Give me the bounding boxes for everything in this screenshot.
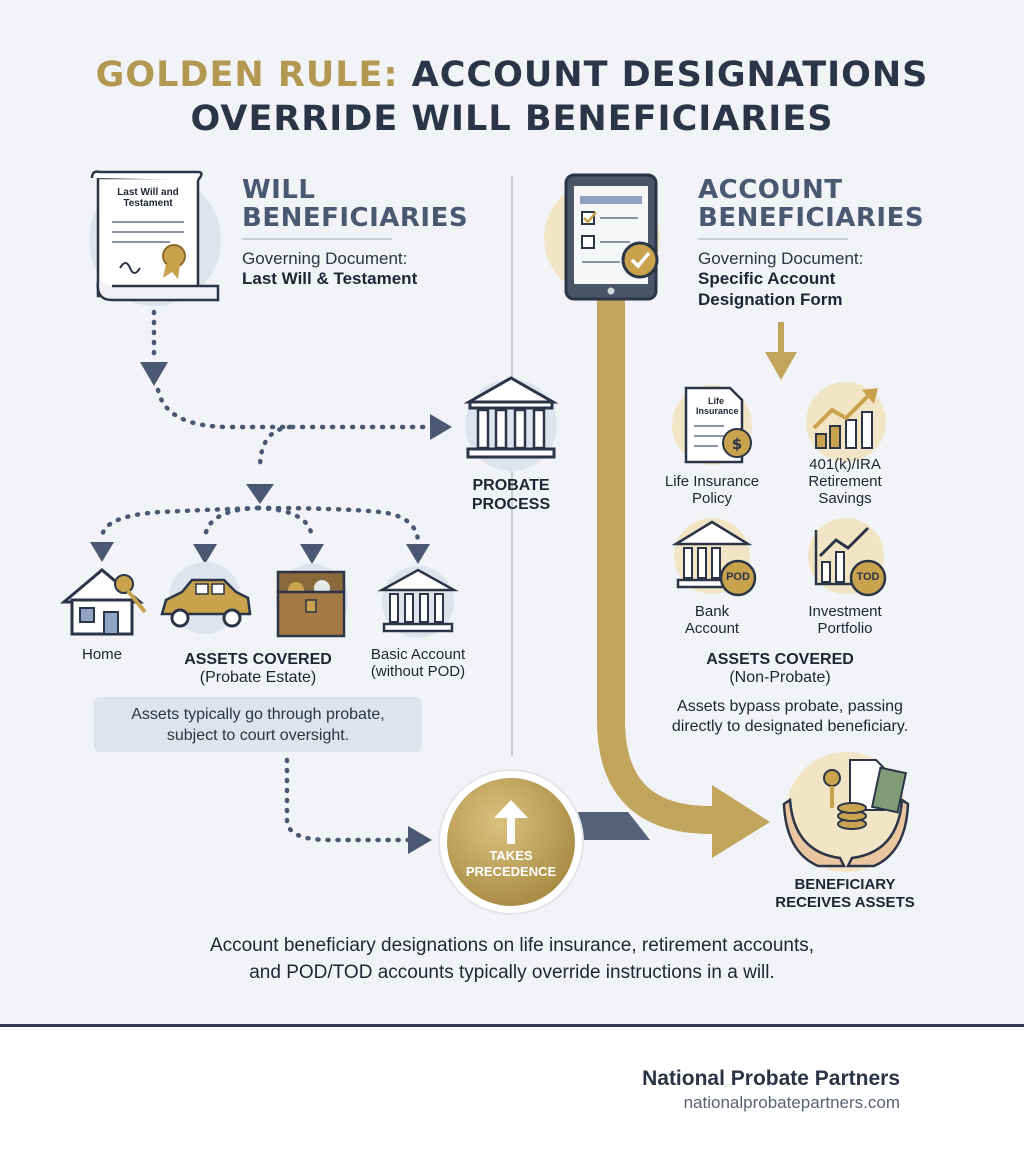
will-heading-line2: BENEFICIARIES: [242, 203, 469, 233]
footer: National Probate Partners nationalprobat…: [0, 1024, 1024, 1157]
down-arrow: [765, 322, 797, 380]
precedence-line1: TAKES: [489, 848, 533, 863]
probate-process-label: PROBATE PROCESS: [451, 476, 571, 514]
footer-brand: National Probate Partners: [642, 1067, 900, 1090]
life-insurance-badge: Life Insurance: [696, 396, 739, 416]
pod-badge: POD: [726, 571, 750, 583]
will-doc-name: Last Will & Testament: [242, 269, 418, 288]
asset-label-bank-account: Bank Account: [662, 603, 762, 637]
probate-label-line2: PROCESS: [471, 496, 551, 513]
override-path: [578, 300, 770, 858]
nonprobate-covered-title: ASSETS COVERED: [706, 651, 854, 668]
account-heading-line2: BENEFICIARIES: [698, 203, 925, 233]
asset-label-retirement: 401(k)/IRA Retirement Savings: [790, 456, 900, 507]
scroll-caption: Last Will and Testament: [108, 187, 188, 209]
will-scroll-icon: [89, 170, 221, 306]
bank-label-line1: Bank: [694, 603, 730, 620]
beneficiary-hands-icon: [782, 752, 910, 872]
will-beneficiaries-heading: WILL BENEFICIARIES: [242, 176, 468, 232]
precedence-line2: PRECEDENCE: [465, 864, 557, 879]
svg-text:$: $: [732, 435, 742, 453]
probate-covered-sub: (Probate Estate): [199, 669, 317, 686]
life-label-line1: Life Insurance: [664, 473, 760, 490]
probate-courthouse-icon: [463, 376, 559, 471]
footer-url[interactable]: nationalprobatepartners.com: [683, 1093, 900, 1112]
takes-precedence-text: TAKES PRECEDENCE: [451, 848, 571, 880]
investment-label-line1: Investment: [808, 603, 882, 620]
investment-tod-icon: [808, 518, 887, 597]
account-beneficiaries-heading: ACCOUNT BENEFICIARIES: [698, 176, 924, 232]
receives-line1: BENEFICIARY: [794, 876, 896, 893]
scroll-caption-line1: Last Will and: [117, 187, 179, 198]
non-probate-note: Assets bypass probate, passing directly …: [630, 697, 950, 737]
account-doc-name: Specific Account Designation Form: [698, 268, 843, 310]
flow-dotted-lines: [99, 309, 435, 843]
probate-note-line2: subject to court oversight.: [166, 726, 350, 744]
life-badge-line2: Insurance: [696, 406, 739, 416]
probate-note-line1: Assets typically go through probate,: [131, 705, 385, 723]
probate-covered-title: ASSETS COVERED: [184, 651, 332, 668]
account-heading-line1: ACCOUNT: [698, 175, 843, 205]
scroll-caption-line2: Testament: [123, 198, 173, 209]
treasure-chest-icon: [276, 564, 348, 638]
summary-text: Account beneficiary designations on life…: [0, 932, 1024, 986]
retirement-label-line2: Retirement: [808, 473, 882, 490]
probate-label-line1: PROBATE: [472, 477, 550, 494]
basic-account-bank-icon: [377, 566, 459, 638]
will-heading-line1: WILL: [242, 175, 316, 205]
page-title-line2: OVERRIDE WILL BENEFICIARIES: [190, 99, 834, 139]
receives-line2: RECEIVES ASSETS: [775, 894, 915, 911]
nonprobate-note-line2: directly to designated beneficiary.: [671, 718, 909, 735]
non-probate-assets-covered: ASSETS COVERED (Non-Probate): [680, 650, 880, 686]
probate-assets-covered: ASSETS COVERED (Probate Estate): [168, 650, 348, 686]
will-heading-rule: [242, 238, 392, 240]
designation-form-tablet-icon: [544, 173, 660, 301]
investment-label-line2: Portfolio: [817, 620, 873, 637]
summary-line1: Account beneficiary designations on life…: [209, 935, 815, 956]
account-doc-label: Governing Document:: [698, 249, 864, 268]
bank-label-line2: Account: [684, 620, 740, 637]
flow-arrowheads: [90, 362, 452, 854]
life-badge-line1: Life: [707, 396, 724, 406]
page-title-line1: GOLDEN RULE: ACCOUNT DESIGNATIONS: [0, 52, 1024, 98]
basic-account-line2: (without POD): [370, 663, 466, 680]
life-insurance-icon: $: [672, 385, 752, 465]
summary-line2: and POD/TOD accounts typically override …: [249, 962, 775, 983]
asset-label-life-insurance: Life Insurance Policy: [652, 473, 772, 507]
account-doc-name-line2: Designation Form: [698, 290, 843, 309]
title-line1-rest: ACCOUNT DESIGNATIONS: [411, 55, 929, 95]
beneficiary-receives-label: BENEFICIARY RECEIVES ASSETS: [760, 876, 930, 912]
home-icon: [59, 568, 147, 636]
asset-label-home: Home: [81, 646, 122, 663]
asset-label-basic-account: Basic Account (without POD): [358, 646, 478, 680]
takes-precedence-badge: [438, 769, 584, 915]
asset-label-investment: Investment Portfolio: [790, 603, 900, 637]
will-doc-label: Governing Document:: [242, 249, 408, 268]
nonprobate-note-line1: Assets bypass probate, passing: [677, 698, 903, 715]
basic-account-line1: Basic Account: [370, 646, 466, 663]
life-label-line2: Policy: [691, 490, 732, 507]
retirement-label-line3: Savings: [818, 490, 872, 507]
probate-note: Assets typically go through probate, sub…: [94, 697, 422, 752]
title-highlight: GOLDEN RULE:: [95, 55, 399, 95]
account-heading-rule: [698, 238, 848, 240]
retirement-growth-icon: [806, 382, 886, 462]
account-doc-name-line1: Specific Account: [698, 269, 836, 288]
car-icon: [160, 562, 252, 634]
retirement-label-line1: 401(k)/IRA: [809, 456, 881, 473]
tod-badge: TOD: [856, 571, 880, 583]
nonprobate-covered-sub: (Non-Probate): [729, 669, 831, 686]
bank-pod-icon: [671, 518, 757, 597]
